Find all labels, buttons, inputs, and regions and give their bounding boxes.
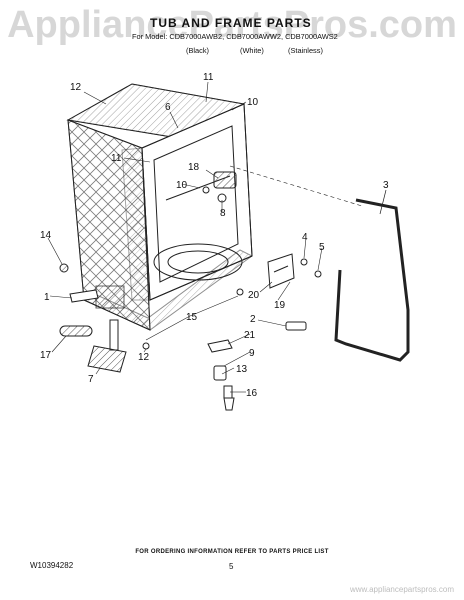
callout-15: 15: [186, 312, 198, 323]
callout-8: 8: [220, 208, 226, 219]
footer-watermark: www.appliancepartspros.com: [349, 585, 454, 594]
callout-18: 18: [188, 162, 200, 173]
callout-19: 19: [274, 300, 286, 311]
door-gasket-shape: [334, 198, 410, 362]
page-title: TUB AND FRAME PARTS: [150, 16, 312, 30]
callout-12b: 12: [138, 352, 150, 363]
finish-stainless: (Stainless): [288, 46, 323, 55]
callout-21: 21: [244, 330, 256, 341]
callout-10b: 10: [176, 180, 188, 191]
finish-black: (Black): [186, 46, 209, 55]
callout-6: 6: [165, 102, 171, 113]
callout-12: 12: [70, 82, 82, 93]
callout-16: 16: [246, 388, 258, 399]
document-number: W10394282: [30, 561, 74, 570]
callout-11b: 11: [111, 153, 122, 164]
ordering-info: FOR ORDERING INFORMATION REFER TO PARTS …: [135, 549, 329, 555]
callout-labels: 11 12 6 10 11 18 10 8 3 14 4 5 20 19 1 1…: [40, 72, 389, 399]
page-number: 5: [229, 562, 234, 571]
callout-10: 10: [247, 97, 259, 108]
callout-9: 9: [249, 348, 255, 359]
callout-4: 4: [302, 232, 308, 243]
callout-13: 13: [236, 364, 248, 375]
callout-1: 1: [44, 292, 50, 303]
callout-17: 17: [40, 350, 52, 361]
model-list: For Model: CDB7000AWB2, CDB7000AWW2, CDB…: [132, 32, 338, 41]
callout-7: 7: [88, 374, 94, 385]
callout-2: 2: [250, 314, 256, 325]
callout-11: 11: [203, 72, 214, 83]
callout-14: 14: [40, 230, 52, 241]
callout-20: 20: [248, 290, 260, 301]
callout-3: 3: [383, 180, 389, 191]
finish-white: (White): [240, 46, 264, 55]
callout-5: 5: [319, 242, 325, 253]
